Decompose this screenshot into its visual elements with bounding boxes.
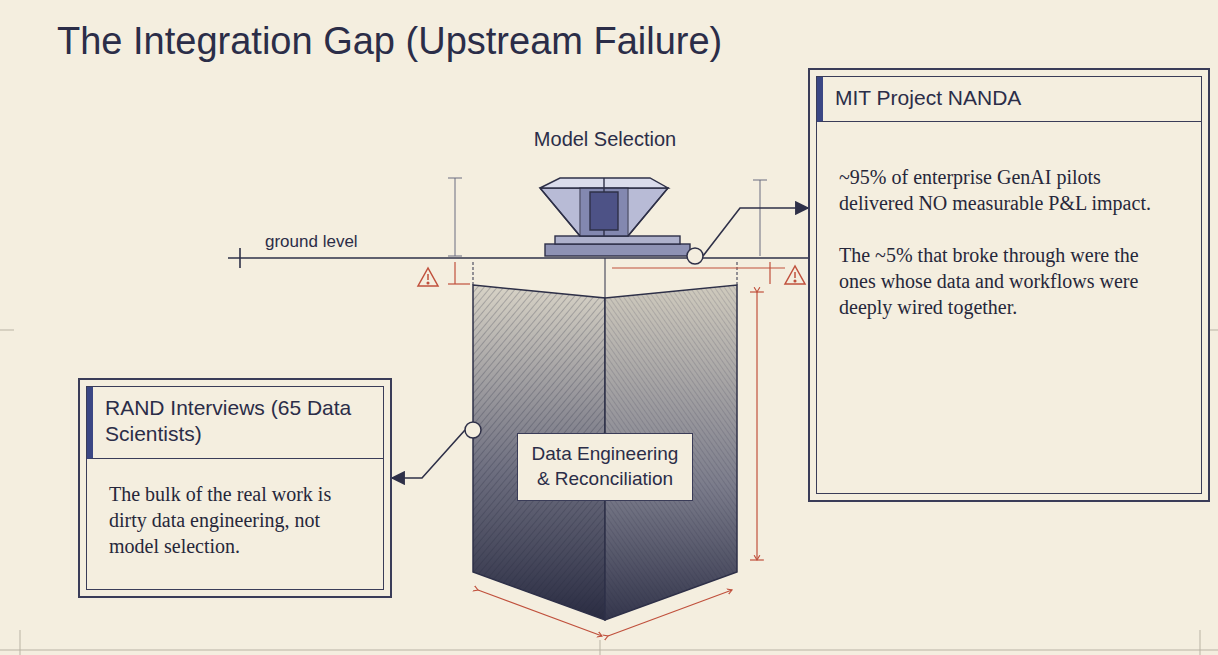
anchor-circle (465, 422, 481, 438)
leader-arrow (392, 430, 465, 478)
callout-body: ~95% of enterprise GenAI pilots delivere… (817, 164, 1201, 216)
structure-label-node: Model Selection (515, 128, 695, 258)
leader-arrow (703, 208, 808, 256)
callout-heading: MIT Project NANDA (817, 77, 1201, 122)
ground-label: ground level (262, 232, 361, 252)
model-structure (540, 178, 690, 256)
node-label: Model Selection (515, 128, 695, 151)
callout-card: MIT Project NANDA ~95% of enterprise GenA… (808, 68, 1210, 502)
callout-heading: RAND Interviews (65 Data Scientists) (87, 387, 383, 459)
diagram-title: The Integration Gap (Upstream Failure) (57, 20, 722, 63)
callout-card: RAND Interviews (65 Data Scientists) The … (78, 378, 392, 598)
callout-body: The ~5% that broke through were the ones… (817, 242, 1201, 320)
callout-body: The bulk of the real work is dirty data … (87, 481, 383, 559)
anchor-circle (687, 248, 703, 264)
data-block (473, 258, 737, 620)
dimension-lines (448, 178, 785, 636)
card-inner-border: MIT Project NANDA ~95% of enterprise GenA… (816, 76, 1202, 494)
card-inner-border: RAND Interviews (65 Data Scientists) The … (86, 386, 384, 590)
data-block-node: Data Engineering & Reconciliation (473, 282, 737, 622)
node-label: Data Engineering & Reconciliation (517, 433, 693, 500)
warning-icons (418, 266, 805, 286)
